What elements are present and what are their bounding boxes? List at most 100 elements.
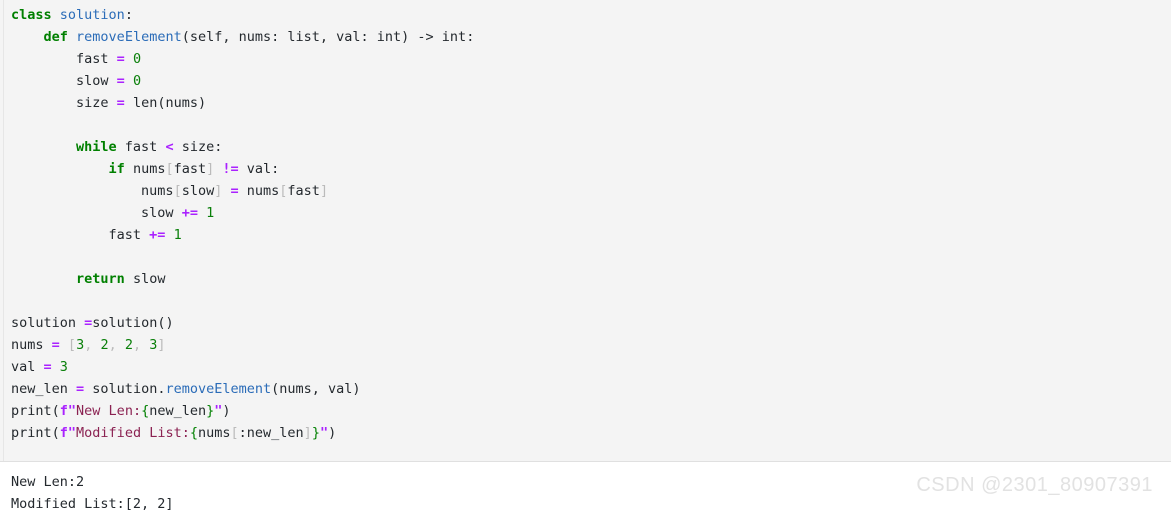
code-token: f" [59, 425, 77, 441]
code-line: return slow [11, 268, 474, 290]
code-token: " [319, 425, 329, 441]
code-line: slow += 1 [11, 202, 474, 224]
code-token: , [133, 337, 150, 353]
console-output-line: New Len:2 [11, 474, 85, 490]
code-line: class solution: [11, 4, 474, 26]
code-token: slow [124, 271, 166, 287]
code-token: = [230, 183, 239, 199]
code-token [52, 7, 60, 23]
code-token: solution. [84, 381, 166, 397]
code-token: new_len [149, 403, 207, 419]
code-token [11, 139, 76, 155]
code-token: nums [197, 425, 231, 441]
csdn-watermark: CSDN @2301_80907391 [916, 474, 1153, 496]
code-editor-block[interactable]: class solution: def removeElement(self, … [0, 0, 1171, 462]
code-token: while [76, 139, 117, 155]
code-token: nums [238, 183, 280, 199]
code-token: removeElement [165, 381, 272, 397]
code-token: print( [11, 425, 60, 441]
code-token: = [84, 315, 93, 331]
code-token: [ [67, 337, 77, 353]
code-token [125, 73, 133, 89]
code-token: += [181, 205, 198, 221]
code-token: 0 [132, 73, 142, 89]
code-token [165, 227, 173, 243]
code-line: solution =solution() [11, 312, 474, 334]
code-line: size = len(nums) [11, 92, 474, 114]
code-token: 2 [100, 337, 109, 353]
code-token: [ [279, 183, 288, 199]
code-line: print(f"Modified List:{nums[:new_len]}") [11, 422, 474, 444]
code-token: = [76, 381, 85, 397]
code-token: return [76, 271, 125, 287]
code-token: print( [11, 403, 60, 419]
code-token: != [222, 161, 239, 177]
code-token: 0 [132, 51, 142, 67]
code-token: ) [328, 425, 337, 441]
code-token: } [311, 425, 320, 441]
code-token [11, 161, 109, 177]
code-line: nums[slow] = nums[fast] [11, 180, 474, 202]
code-token [68, 29, 76, 45]
code-line: nums = [3, 2, 2, 3] [11, 334, 474, 356]
code-lines-container: class solution: def removeElement(self, … [11, 4, 474, 444]
code-token: ] [214, 183, 223, 199]
code-token [11, 271, 76, 287]
code-token: 1 [173, 227, 182, 243]
code-token: 3 [149, 337, 158, 353]
code-token: solution() [92, 315, 174, 331]
code-token: size [11, 95, 117, 111]
code-token: 3 [76, 337, 85, 353]
code-token: len(nums) [124, 95, 207, 111]
code-token: , [84, 337, 101, 353]
code-token: ] [157, 337, 166, 353]
code-line [11, 246, 474, 268]
code-token: size: [173, 139, 223, 155]
code-token: Modified List: [76, 425, 190, 441]
code-token: f" [59, 403, 77, 419]
code-token: nums [11, 337, 52, 353]
code-token [60, 337, 68, 353]
code-line: fast += 1 [11, 224, 474, 246]
code-token: { [141, 403, 150, 419]
code-token: nums [124, 161, 166, 177]
code-token: } [206, 403, 215, 419]
code-token: solution [11, 315, 85, 331]
code-token [222, 183, 230, 199]
code-token: ] [206, 161, 215, 177]
code-token: slow [11, 205, 182, 221]
code-token: val: [238, 161, 280, 177]
code-line: new_len = solution.removeElement(nums, v… [11, 378, 474, 400]
code-token: new_len [11, 381, 77, 397]
code-line [11, 290, 474, 312]
code-token: ) [222, 403, 231, 419]
code-token: fast [287, 183, 320, 199]
code-token: fast [173, 161, 207, 177]
code-token: 3 [59, 359, 68, 375]
code-token: , [108, 337, 125, 353]
code-token: (self, nums: list, val: int) -> int: [181, 29, 475, 45]
code-token: class [11, 7, 52, 23]
code-token [198, 205, 206, 221]
code-token: [ [230, 425, 239, 441]
code-token: fast [11, 227, 150, 243]
code-token: val [11, 359, 44, 375]
code-token: " [214, 403, 223, 419]
code-token [11, 29, 44, 45]
code-token: fast [11, 51, 117, 67]
code-token: 1 [206, 205, 215, 221]
code-token: : [124, 7, 133, 23]
code-token: slow [181, 183, 215, 199]
code-token: slow [11, 73, 117, 89]
code-line: if nums[fast] != val: [11, 158, 474, 180]
code-token [52, 359, 60, 375]
code-token: = [51, 337, 60, 353]
code-token: < [165, 139, 174, 155]
code-line: val = 3 [11, 356, 474, 378]
code-token: :new_len [238, 425, 304, 441]
code-line [11, 114, 474, 136]
code-token: = [116, 73, 125, 89]
code-token: nums [11, 183, 174, 199]
